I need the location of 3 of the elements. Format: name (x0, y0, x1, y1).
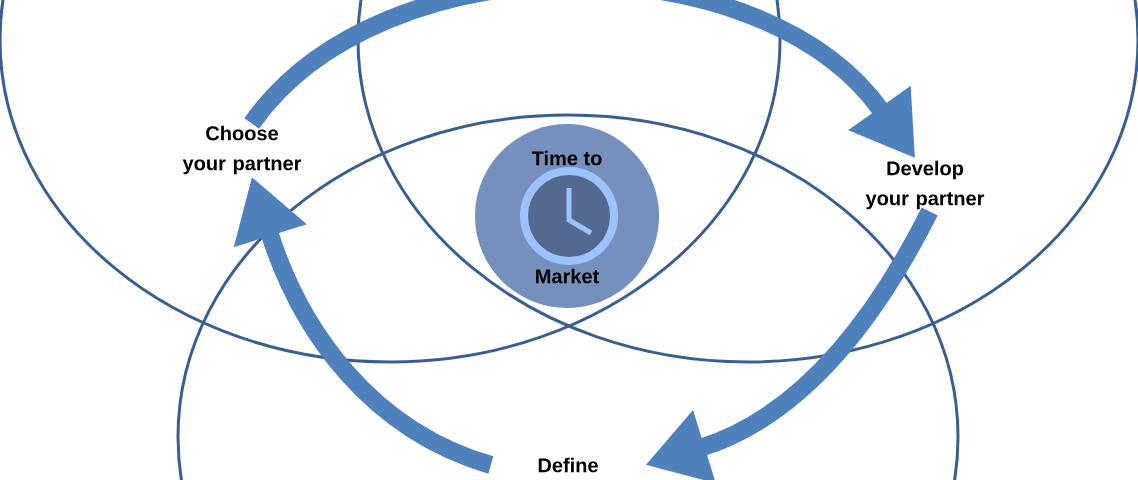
step-label: Develop your partner (865, 160, 985, 210)
step-label: Define (538, 457, 598, 473)
step-label: Choose your partner (182, 125, 302, 175)
